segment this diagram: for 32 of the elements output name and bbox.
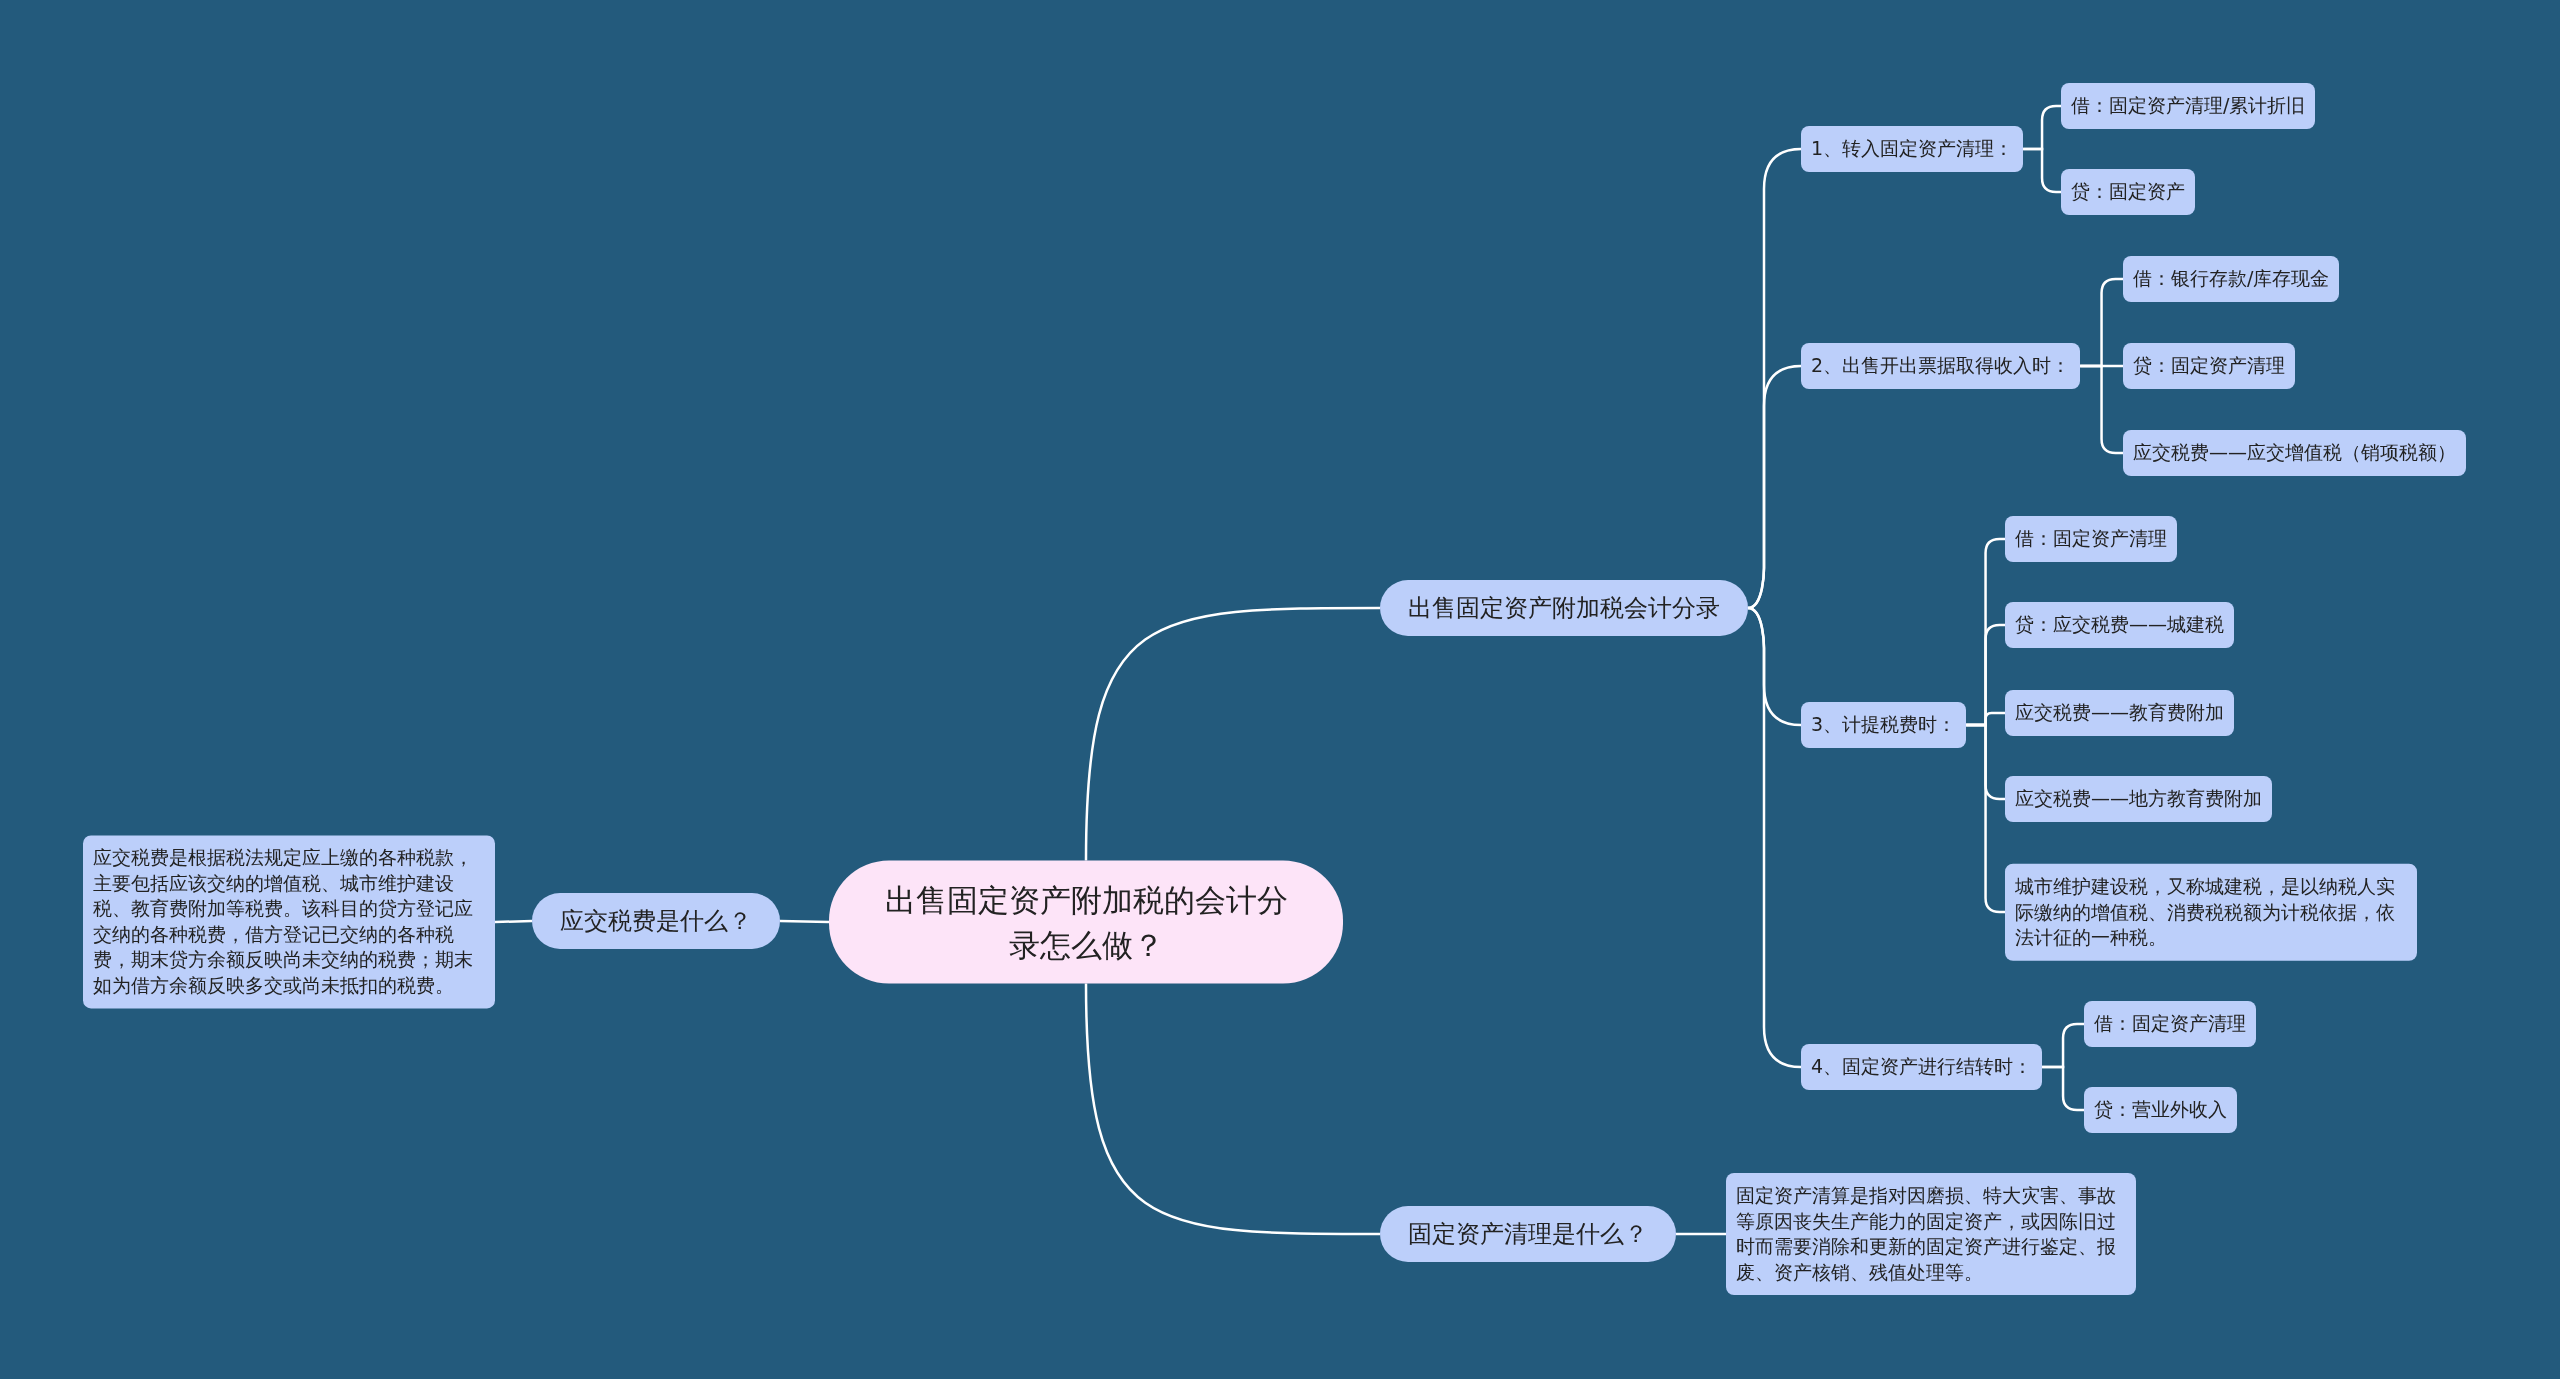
- subtopic-box: 4、固定资产进行结转时：: [1801, 1044, 2043, 1090]
- note-box: 固定资产清算是指对因磨损、特大灾害、事故等原因丧失生产能力的固定资产，或因陈旧过时而需要消除和更新的固定资产进行鉴定、报废、资产核销、残值处理等。: [1726, 1172, 2136, 1296]
- subtopic-box: 贷：固定资产清理: [2123, 343, 2295, 389]
- subtopic-box: 借：银行存款/库存现金: [2123, 256, 2340, 302]
- central-topic: 出售固定资产附加税的会计分录怎么做？: [829, 860, 1343, 984]
- connector-line: [1747, 364, 1802, 610]
- connector-line: [1084, 606, 1380, 861]
- subtopic-box: 3、计提税费时：: [1801, 702, 1967, 748]
- subtopic-box: 贷：应交税费——城建税: [2005, 602, 2234, 648]
- subtopic-box: 2、出售开出票据取得收入时：: [1801, 343, 2081, 389]
- connector-line: [494, 919, 533, 924]
- connector-line: [779, 919, 830, 924]
- connector-line: [2042, 1065, 2084, 1112]
- connector-line: [1084, 983, 1380, 1236]
- note-box: 城市维护建设税，又称城建税，是以纳税人实际缴纳的增值税、消费税税额为计税依据，依法计征的一种税。: [2005, 863, 2417, 961]
- subtopic-box: 应交税费——教育费附加: [2005, 690, 2234, 736]
- topic-box: 应交税费是什么？: [532, 893, 780, 949]
- topic-box: 出售固定资产附加税会计分录: [1380, 580, 1748, 636]
- subtopic-box: 贷：固定资产: [2061, 169, 2195, 215]
- note-box: 应交税费是根据税法规定应上缴的各种税款，主要包括应该交纳的增值税、城市维护建设税、教育费附加等税费。该科目的贷方登记应交纳的各种税费，借方登记已交纳的各种税费，期末贷方余额反映尚未交纳的税费；期末如为借方余额反映多交或尚未抵扣的税费。: [83, 835, 495, 1009]
- subtopic-box: 贷：营业外收入: [2084, 1087, 2237, 1133]
- connector-line: [1747, 606, 1802, 1069]
- subtopic-box: 应交税费——应交增值税（销项税额）: [2123, 430, 2466, 476]
- subtopic-box: 借：固定资产清理: [2005, 516, 2177, 562]
- connector-line: [1676, 1232, 1726, 1236]
- connector-line: [2023, 147, 2061, 194]
- subtopic-box: 借：固定资产清理: [2084, 1001, 2256, 1047]
- subtopic-box: 借：固定资产清理/累计折旧: [2061, 83, 2316, 129]
- topic-box: 固定资产清理是什么？: [1380, 1206, 1676, 1262]
- subtopic-box: 应交税费——地方教育费附加: [2005, 776, 2272, 822]
- connector-line: [2080, 364, 2123, 455]
- subtopic-box: 1、转入固定资产清理：: [1801, 126, 2024, 172]
